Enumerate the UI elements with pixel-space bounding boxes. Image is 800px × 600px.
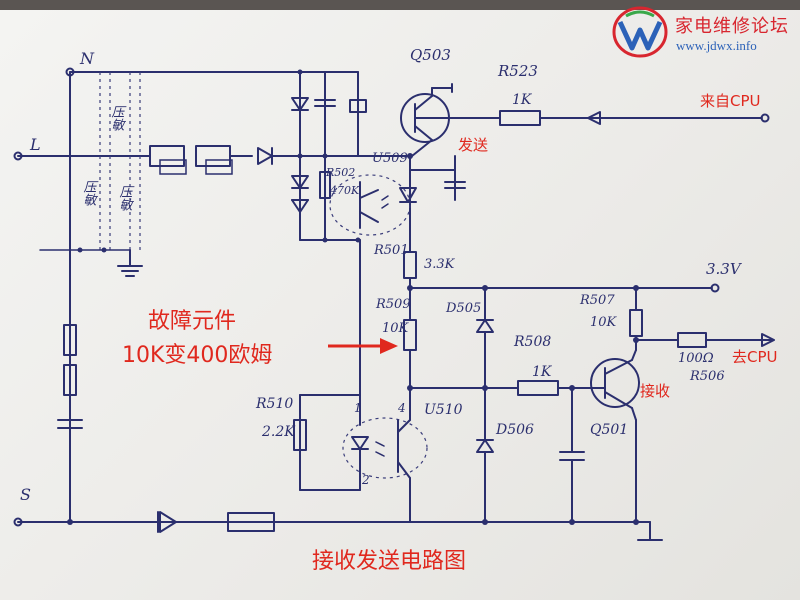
bottom-resistor — [227, 512, 275, 532]
label-q503: Q503 — [410, 46, 451, 64]
label-r508: R508 — [513, 334, 551, 350]
label-pin2: 2 — [361, 473, 370, 487]
label-r510-val: 2.2K — [261, 424, 296, 440]
fault-arrow — [328, 338, 398, 354]
label-r523-val: 1K — [512, 92, 533, 108]
bottom-diode — [159, 511, 177, 533]
label-v33: 3.3V — [706, 260, 743, 278]
label-r502-val: 470K — [329, 184, 360, 197]
l-terminal — [13, 151, 23, 161]
r508-resistor — [517, 380, 559, 396]
left-resistor-2 — [63, 364, 77, 396]
ac-input-section — [13, 67, 411, 533]
logo-site-name: 家电维修论坛 — [675, 16, 789, 37]
label-r507-val: 10K — [590, 315, 618, 330]
q501-transistor — [590, 358, 640, 408]
label-u510: U510 — [424, 402, 463, 418]
u509-optocoupler — [329, 174, 411, 236]
top-supply-section — [149, 69, 411, 243]
receive-section — [293, 239, 775, 541]
label-pin4: 4 — [397, 401, 406, 415]
logo-url: www.jdwx.info — [676, 38, 757, 53]
label-yamin-2: 压敏 — [81, 180, 97, 206]
label-u509: U509 — [372, 151, 408, 166]
label-r510: R510 — [255, 396, 293, 412]
top-diode — [257, 147, 273, 165]
label-r501-val: 3.3K — [424, 257, 456, 272]
transmit-section — [329, 83, 770, 289]
label-r509-val: 10K — [382, 321, 410, 336]
fault-line-2: 10K变400欧姆 — [122, 343, 272, 368]
fault-line-1: 故障元件 — [148, 309, 236, 334]
label-n: N — [79, 49, 95, 68]
label-r506-val: 100Ω — [678, 351, 714, 366]
left-resistor-1 — [63, 324, 77, 356]
r507-resistor — [629, 309, 643, 337]
label-r507: R507 — [579, 293, 615, 308]
label-yamin-3: 压敏 — [117, 185, 133, 211]
label-d505: D505 — [445, 301, 481, 316]
s-terminal — [13, 517, 23, 527]
r502-resistor — [319, 171, 331, 199]
to-cpu-arrow — [761, 333, 775, 347]
u510-optocoupler — [342, 417, 428, 479]
from-cpu-arrow — [587, 111, 601, 125]
label-pin1: 1 — [354, 401, 362, 415]
d506-diode — [476, 439, 494, 453]
top-res-net-1 — [149, 145, 185, 167]
label-r506: R506 — [689, 369, 725, 384]
r523-resistor — [499, 110, 541, 126]
site-logo: 家电维修论坛 www.jdwx.info — [610, 4, 800, 60]
paper-sheet — [0, 10, 800, 600]
label-from-cpu: 来自CPU — [700, 92, 761, 110]
d505-diode — [476, 319, 494, 333]
label-yamin-1: 压敏 — [109, 105, 125, 131]
label-l: L — [29, 135, 41, 154]
label-r523: R523 — [497, 62, 538, 80]
label-q501: Q501 — [590, 422, 628, 438]
label-send: 发送 — [458, 136, 488, 154]
r510-resistor — [293, 419, 307, 451]
label-r502: R502 — [325, 166, 355, 179]
top-res-net-2 — [195, 145, 231, 167]
label-r501: R501 — [373, 243, 409, 258]
label-r508-val: 1K — [532, 364, 553, 380]
handwritten-labels: N L S 压敏 压敏 压敏 Q503 R523 1K U509 R502 47… — [20, 46, 743, 504]
label-r509: R509 — [375, 297, 411, 312]
label-receive: 接收 — [640, 382, 670, 400]
label-s: S — [20, 485, 31, 504]
r506-resistor — [677, 332, 707, 348]
label-to-cpu: 去CPU — [732, 348, 778, 366]
label-d506: D506 — [495, 422, 534, 438]
red-annotations: 来自CPU 发送 去CPU 接收 故障元件 10K变400欧姆 接收发送电路图 — [122, 92, 778, 574]
jdwx-logo-icon — [612, 6, 668, 58]
diagram-caption: 接收发送电路图 — [312, 549, 466, 574]
